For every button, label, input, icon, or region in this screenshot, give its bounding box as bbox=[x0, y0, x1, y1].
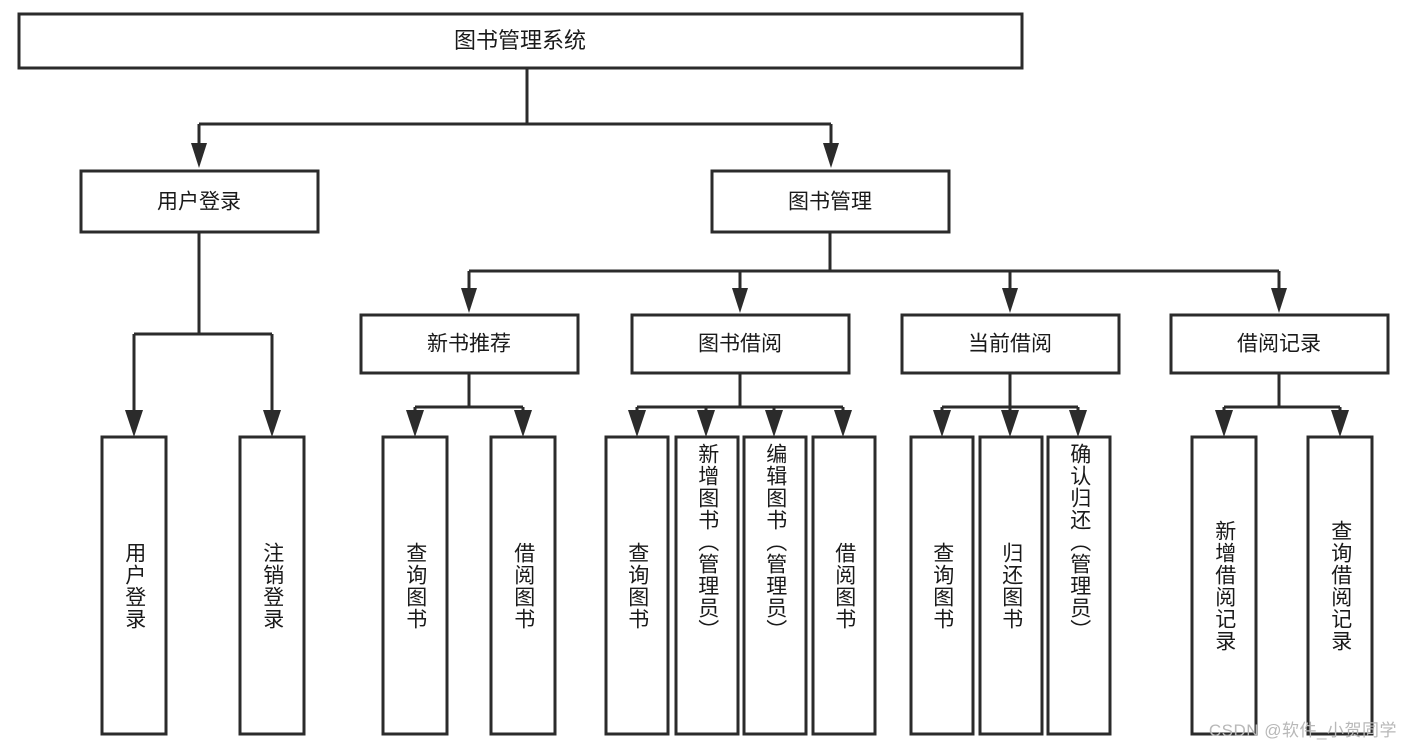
node-new-book-recommend-label: 新书推荐 bbox=[427, 333, 511, 356]
node-user-login[interactable]: 用户登录 bbox=[79, 169, 320, 234]
connector-borrowrecord-to-leaves bbox=[1215, 373, 1349, 437]
connector-bookborrow-to-leaves bbox=[628, 373, 852, 437]
node-user-login-box bbox=[79, 169, 320, 234]
node-current-borrow-label: 当前借阅 bbox=[968, 333, 1052, 356]
leaf-query-book-3-box[interactable] bbox=[909, 435, 975, 736]
leaf-user-login-box[interactable] bbox=[100, 435, 168, 736]
leaf-confirm-return-box[interactable] bbox=[1046, 435, 1112, 736]
connector-newbook-to-leaves bbox=[406, 373, 532, 437]
node-borrow-record[interactable]: 借阅记录 bbox=[1169, 313, 1390, 375]
node-root-system-box bbox=[17, 12, 1024, 70]
node-current-borrow[interactable]: 当前借阅 bbox=[900, 313, 1121, 375]
leaf-add-book-box[interactable] bbox=[674, 435, 740, 736]
node-current-borrow-box bbox=[900, 313, 1121, 375]
leaf-borrow-book-2-box[interactable] bbox=[811, 435, 877, 736]
node-borrow-record-label: 借阅记录 bbox=[1237, 333, 1321, 356]
connector-bookmgmt-to-level3 bbox=[461, 232, 1287, 313]
leaf-logout-login-box[interactable] bbox=[238, 435, 306, 736]
node-book-borrow[interactable]: 图书借阅 bbox=[630, 313, 851, 375]
leaf-add-record-box[interactable] bbox=[1190, 435, 1258, 736]
node-book-borrow-label: 图书借阅 bbox=[698, 333, 782, 356]
node-new-book-recommend-box bbox=[359, 313, 580, 375]
node-book-management-label: 图书管理 bbox=[788, 191, 872, 214]
leaf-query-record-box[interactable] bbox=[1306, 435, 1374, 736]
node-root-system-label: 图书管理系统 bbox=[454, 28, 586, 53]
leaf-query-book-1-box[interactable] bbox=[381, 435, 449, 736]
node-new-book-recommend[interactable]: 新书推荐 bbox=[359, 313, 580, 375]
leaf-borrow-book-1-box[interactable] bbox=[489, 435, 557, 736]
connector-currentborrow-to-leaves bbox=[933, 373, 1087, 437]
leaf-query-book-2-box[interactable] bbox=[604, 435, 670, 736]
node-book-management[interactable]: 图书管理 bbox=[710, 169, 951, 234]
connector-userlogin-to-leaves bbox=[125, 232, 281, 437]
connector-root-to-level2 bbox=[191, 68, 839, 168]
csdn-watermark: CSDN @软件_小贺同学 bbox=[1208, 721, 1397, 740]
node-root-system[interactable]: 图书管理系统 bbox=[17, 12, 1024, 70]
leaf-return-book-box[interactable] bbox=[978, 435, 1044, 736]
node-user-login-label: 用户登录 bbox=[157, 191, 241, 214]
leaf-edit-book-box[interactable] bbox=[742, 435, 808, 736]
